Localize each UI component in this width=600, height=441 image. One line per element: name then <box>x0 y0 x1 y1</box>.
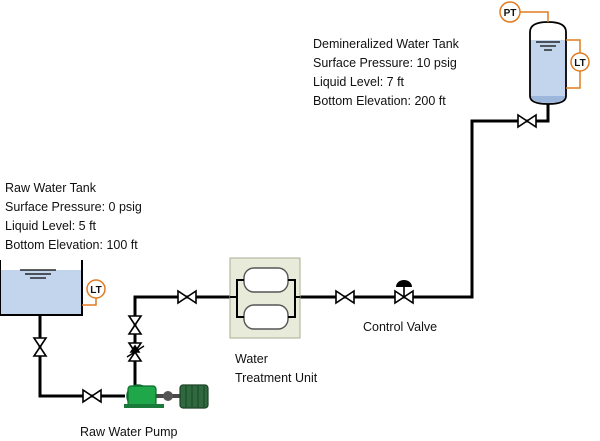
raw-tank-level-marker <box>20 269 56 279</box>
demin-tank-pt-instrument <box>499 1 521 23</box>
treatment-outlet-valve <box>335 289 355 305</box>
demin-inlet-valve <box>517 113 537 129</box>
control-valve-actuator <box>396 280 412 287</box>
pump-discharge-pipe <box>133 295 230 385</box>
raw-tank-level: Liquid Level: 5 ft <box>5 219 97 233</box>
demin-tank-water <box>530 40 566 98</box>
pump-label: Raw Water Pump <box>80 425 178 439</box>
treatment-vessel-top <box>243 267 289 293</box>
demin-tank-title: Demineralized Water Tank <box>313 37 460 51</box>
raw-tank-lt-tag: LT <box>90 285 101 296</box>
demin-tank-lt-line <box>566 39 581 53</box>
raw-tank-wall <box>0 260 83 316</box>
demin-tank-pt-tag: PT <box>504 8 517 19</box>
treatment-label-line2: Treatment Unit <box>235 371 318 385</box>
treatment-internal-piping <box>230 279 300 318</box>
raw-tank-pressure: Surface Pressure: 0 psig <box>5 200 142 214</box>
demin-tank-info: Demineralized Water Tank Surface Pressur… <box>313 37 460 108</box>
water-treatment-unit <box>229 257 301 339</box>
suction-pipe <box>38 315 125 398</box>
demin-tank-pressure: Surface Pressure: 10 psig <box>313 56 457 70</box>
suction-valve-horizontal <box>82 388 102 404</box>
pump-base <box>124 404 164 408</box>
raw-tank-lt-instrument <box>86 279 106 299</box>
suction-valve-vertical <box>32 337 48 357</box>
demin-tank-bottom-water <box>531 96 565 103</box>
demin-tank-level-marker <box>536 41 560 51</box>
raw-tank-info: Raw Water Tank Surface Pressure: 0 psig … <box>5 181 142 252</box>
raw-water-tank: LT <box>0 260 106 316</box>
treatment-outlet-pipe <box>300 104 550 299</box>
raw-water-pump <box>124 384 209 409</box>
demin-tank-lt-tag: LT <box>574 58 585 69</box>
treatment-label-line1: Water <box>235 352 268 366</box>
treatment-vessel-bottom <box>243 304 289 330</box>
demin-tank-elevation: Bottom Elevation: 200 ft <box>313 94 446 108</box>
demin-water-tank: PT LT <box>499 1 590 105</box>
control-valve-label: Control Valve <box>363 320 437 334</box>
pump-body <box>127 385 157 407</box>
raw-tank-elevation: Bottom Elevation: 100 ft <box>5 238 138 252</box>
raw-tank-lt-line <box>82 297 97 306</box>
demin-tank-pt-line <box>520 11 549 22</box>
demin-tank-lt-line-lower <box>566 71 581 89</box>
raw-tank-title: Raw Water Tank <box>5 181 97 195</box>
raw-tank-water <box>0 270 82 315</box>
pump-coupling <box>163 391 173 401</box>
treatment-inlet-valve <box>177 289 197 305</box>
pump-motor <box>179 384 209 409</box>
demin-tank-shell <box>529 21 567 105</box>
pump-discharge-valve <box>127 315 143 335</box>
demin-tank-lt-instrument <box>570 52 590 72</box>
demin-tank-level: Liquid Level: 7 ft <box>313 75 405 89</box>
motor-fins <box>185 386 205 407</box>
pump-check-valve <box>126 342 145 362</box>
control-valve <box>394 280 414 305</box>
